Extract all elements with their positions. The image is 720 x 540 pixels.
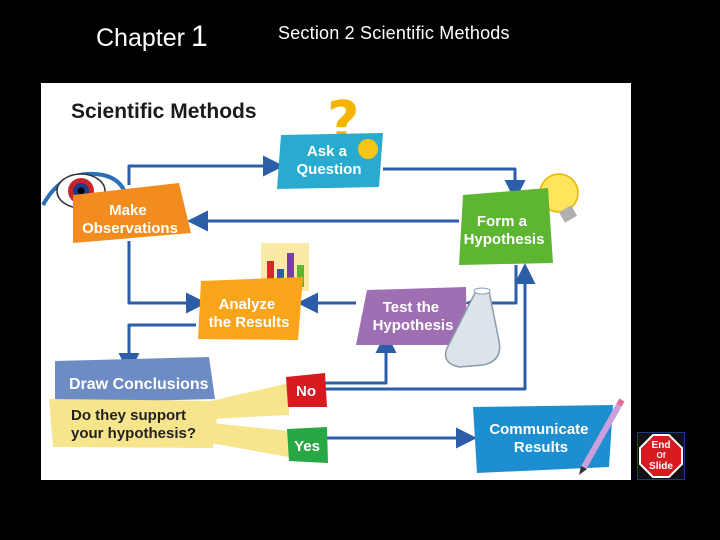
end-line2: Of: [657, 451, 666, 460]
communicate-line2: Results: [514, 439, 568, 456]
yes-box: Yes: [287, 427, 328, 463]
support-line1: Do they support: [71, 407, 186, 424]
svg-text:Communicate Results: Communicate Results: [489, 421, 592, 456]
form-hypothesis-box: Form a Hypothesis: [459, 188, 553, 265]
hypothesis-line1: Form a: [477, 213, 528, 230]
ask-question-box: Ask a Question: [277, 133, 383, 189]
arrow-analyze-to-conclusions: [118, 323, 196, 374]
svg-text:Make Observations: Make Observations: [82, 202, 178, 237]
end-line3: Slide: [649, 461, 673, 472]
arrow-observe-to-ask: [127, 155, 284, 185]
end-of-slide-button[interactable]: End Of Slide: [636, 431, 686, 481]
observe-line1: Make: [109, 202, 147, 219]
question-dot-icon: [358, 139, 378, 159]
end-line1: End: [652, 440, 671, 451]
conclusions-label: Draw Conclusions: [69, 376, 209, 393]
hypothesis-line2: Hypothesis: [464, 231, 545, 248]
flowchart: Scientific Methods ? Ask a Question: [41, 90, 625, 475]
arrow-no-to-hypothesis: [321, 263, 536, 391]
connector-arrows: [118, 155, 536, 449]
analyze-line1: Analyze: [219, 296, 276, 313]
svg-text:Analyze the Results: Analyze the Results: [209, 296, 290, 331]
yes-label: Yes: [294, 438, 320, 455]
arrow-observe-to-analyze: [127, 241, 207, 314]
svg-text:Ask a Question: Ask a Question: [296, 143, 361, 178]
ask-line1: Ask a: [307, 143, 348, 160]
test-line2: Hypothesis: [373, 317, 454, 334]
draw-conclusions-banner: Draw Conclusions: [55, 357, 215, 403]
section-title: Section 2 Scientific Methods: [278, 23, 510, 43]
chapter-word: Chapter: [96, 24, 185, 52]
test-hypothesis-box: Test the Hypothesis: [356, 287, 467, 345]
no-box: No: [286, 373, 327, 407]
diagram-panel: Scientific Methods ? Ask a Question: [41, 83, 631, 480]
arrow-no-to-test: [323, 332, 397, 385]
flask-icon: [444, 287, 501, 368]
communicate-results-box: Communicate Results: [473, 405, 613, 473]
make-observations-box: Make Observations: [73, 183, 191, 243]
svg-text:Test the Hypothesis: Test the Hypothesis: [373, 299, 454, 334]
svg-text:Do they support your hyp: Do they support your hypothesis?: [71, 407, 196, 442]
chapter-number: 1: [190, 20, 208, 53]
svg-text:Form a Hypothesis: Form a Hypothesis: [464, 213, 545, 248]
stop-sign-icon: End Of Slide: [636, 431, 686, 481]
communicate-line1: Communicate: [489, 421, 588, 438]
no-label: No: [296, 383, 316, 400]
ask-line2: Question: [296, 161, 361, 178]
analyze-results-box: Analyze the Results: [198, 277, 303, 340]
arrow-ask-to-hypothesis: [383, 167, 526, 201]
observe-line2: Observations: [82, 220, 178, 237]
test-line1: Test the: [383, 299, 439, 316]
support-line2: your hypothesis?: [71, 425, 196, 442]
diagram-title: Scientific Methods: [71, 100, 257, 123]
support-question-banner: Do they support your hypothesis?: [49, 383, 289, 457]
pencil-icon: [579, 398, 625, 475]
analyze-line2: the Results: [209, 314, 290, 331]
